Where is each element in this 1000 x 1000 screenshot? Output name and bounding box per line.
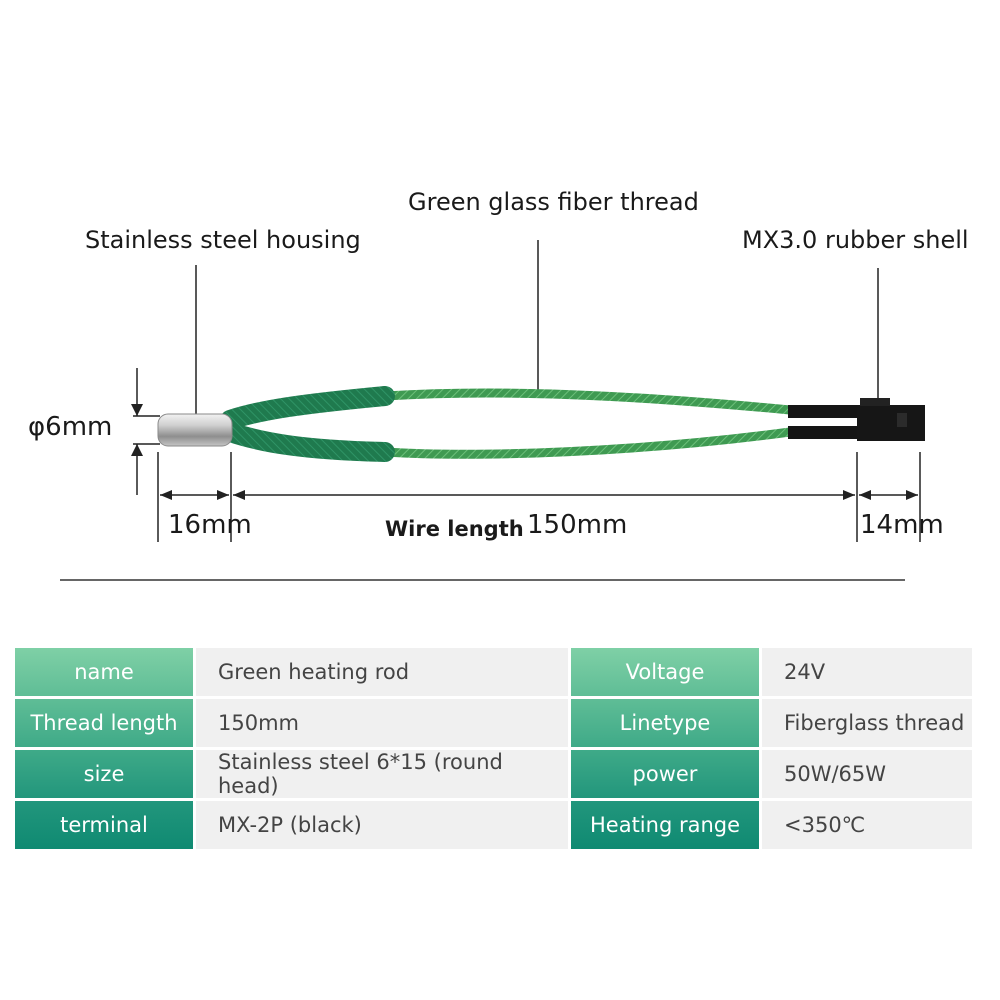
- spec-value: Stainless steel 6*15 (round head): [196, 750, 568, 798]
- mx-connector: [857, 405, 925, 441]
- spec-value: Fiberglass thread: [762, 699, 972, 747]
- spec-value: MX-2P (black): [196, 801, 568, 849]
- spec-table: name Green heating rod Voltage 24V Threa…: [15, 648, 972, 852]
- wire-length-value: 150mm: [527, 510, 628, 540]
- table-row: size Stainless steel 6*15 (round head) p…: [15, 750, 972, 798]
- spec-key: power: [571, 750, 759, 798]
- heating-rod-diagram: [60, 240, 925, 581]
- black-lead-upper: [788, 405, 860, 418]
- spec-key: terminal: [15, 801, 193, 849]
- mx-connector-pin: [897, 413, 907, 427]
- upper-wire: [384, 388, 791, 415]
- stainless-label: Stainless steel housing: [85, 226, 361, 254]
- spec-key: Heating range: [571, 801, 759, 849]
- housing-length-label: 16mm: [168, 510, 252, 540]
- fiber-label: Green glass fiber thread: [408, 188, 699, 216]
- black-lead-lower: [788, 426, 860, 439]
- spec-key: Voltage: [571, 648, 759, 696]
- mx-connector-latch: [860, 398, 890, 406]
- spec-value: <350℃: [762, 801, 972, 849]
- shell-length-label: 14mm: [860, 510, 944, 540]
- spec-value: 24V: [762, 648, 972, 696]
- wire-length-title: Wire length: [385, 517, 524, 541]
- spec-key: Linetype: [571, 699, 759, 747]
- diameter-label: φ6mm: [28, 412, 113, 442]
- spec-value: 50W/65W: [762, 750, 972, 798]
- spec-value: Green heating rod: [196, 648, 568, 696]
- lower-sleeve: [220, 422, 395, 462]
- lower-wire: [384, 427, 791, 459]
- shell-label: MX3.0 rubber shell: [742, 226, 969, 254]
- table-row: name Green heating rod Voltage 24V: [15, 648, 972, 696]
- upper-sleeve: [220, 386, 395, 430]
- spec-value: 150mm: [196, 699, 568, 747]
- spec-key: name: [15, 648, 193, 696]
- table-row: Thread length 150mm Linetype Fiberglass …: [15, 699, 972, 747]
- spec-key: size: [15, 750, 193, 798]
- table-row: terminal MX-2P (black) Heating range <35…: [15, 801, 972, 849]
- spec-key: Thread length: [15, 699, 193, 747]
- stainless-housing: [157, 413, 233, 447]
